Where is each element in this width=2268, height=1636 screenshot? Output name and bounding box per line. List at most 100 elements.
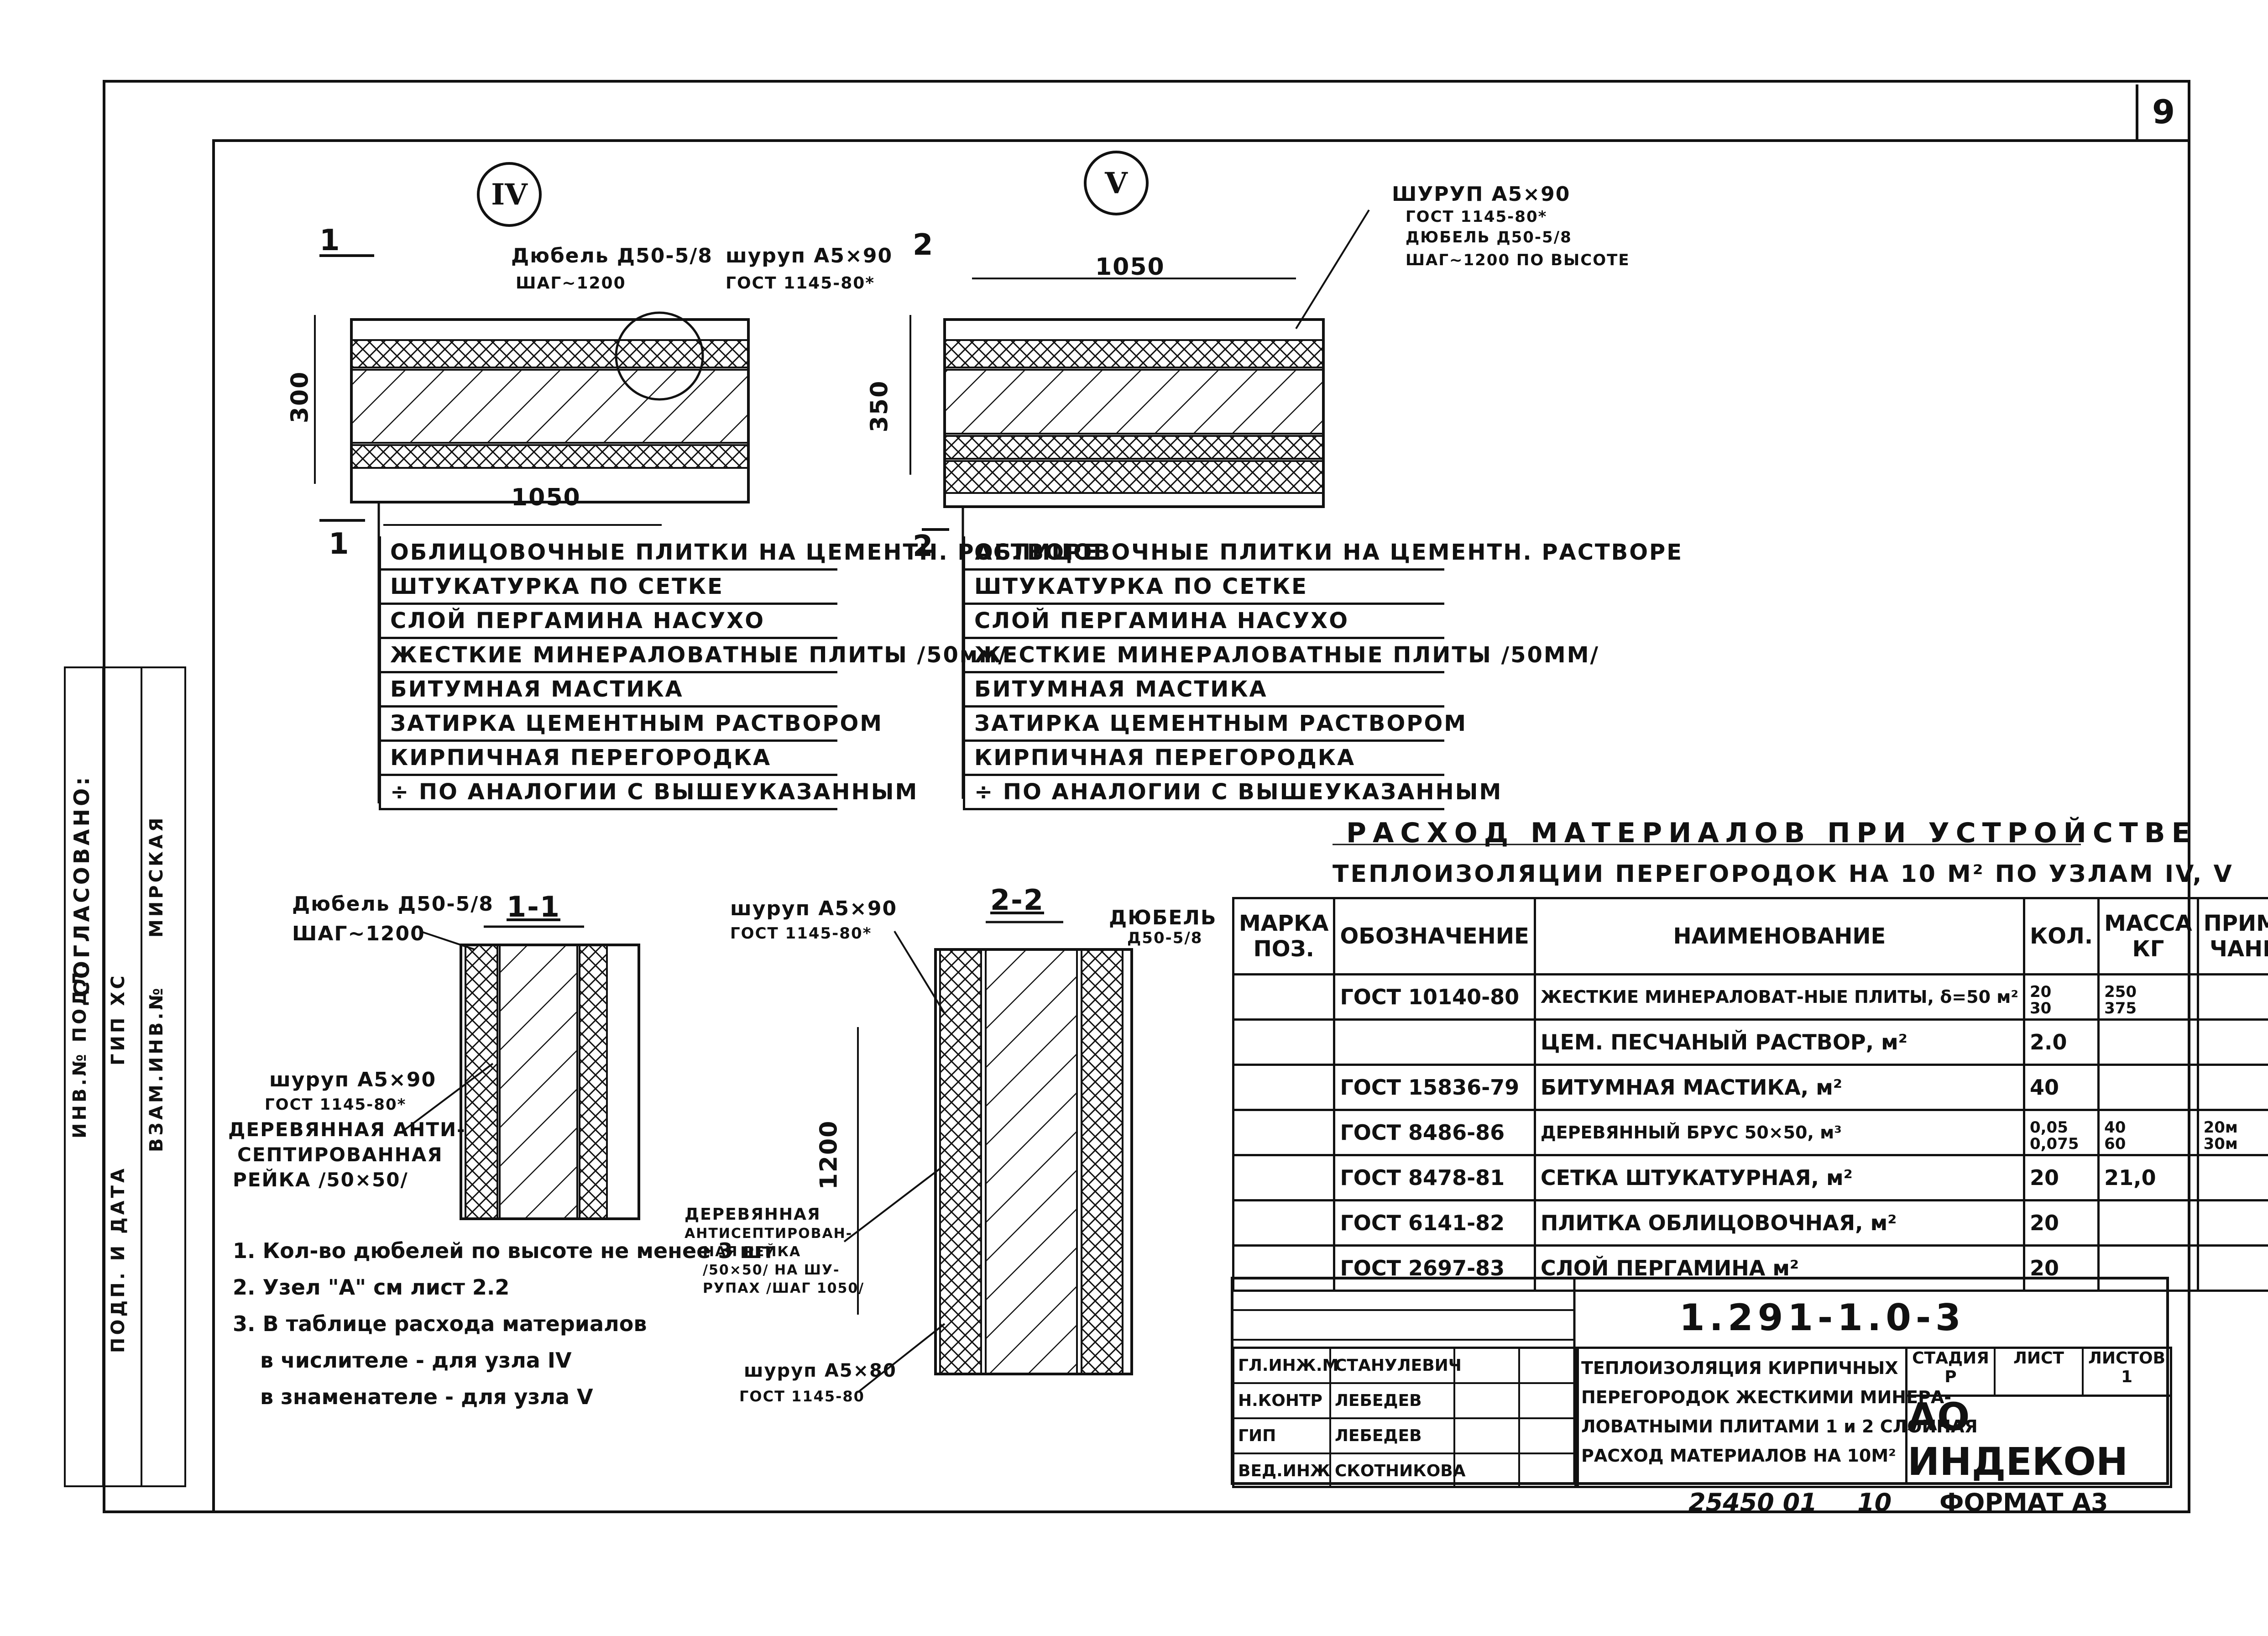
table-header-row: МАРКА ПОЗ. ОБОЗНАЧЕНИЕ НАИМЕНОВАНИЕ КОЛ.… bbox=[1232, 897, 2268, 975]
section-1-1-screw: шуруп А5×90 bbox=[269, 1068, 437, 1091]
cell-mark bbox=[1232, 1244, 1336, 1292]
node-iv-screw-gost: ГОСТ 1145-80* bbox=[726, 274, 875, 293]
title-box: ТЕПЛОИЗОЛЯЦИЯ КИРПИЧНЫХ ПЕРЕГОРОДОК ЖЕСТ… bbox=[1574, 1347, 2172, 1488]
layer-item: ОБЛИЦОВОЧНЫЕ ПЛИТКИ НА ЦЕМЕНТН. РАСТВОРЕ bbox=[965, 536, 1682, 571]
section-2-2-screw-bottom-gost: ГОСТ 1145-80 bbox=[739, 1388, 865, 1405]
sheet-number: 9 bbox=[2136, 84, 2189, 142]
section-2-2-screw-top-gost: ГОСТ 1145-80* bbox=[730, 924, 872, 943]
section-1-1-screw-gost: ГОСТ 1145-80* bbox=[265, 1096, 407, 1114]
title-line: РАСХОД МАТЕРИАЛОВ НА 10М² bbox=[1581, 1446, 1896, 1466]
sheets-label: ЛИСТОВ bbox=[2088, 1349, 2166, 1368]
qty-den: 0,075 bbox=[2029, 1135, 2079, 1153]
node-v-width-dim: 1050 bbox=[1095, 253, 1165, 281]
table-row: ГОСТ 8486-86 ДЕРЕВЯННЫЙ БРУС 50×50, м³ 0… bbox=[1232, 1109, 2268, 1156]
cell-mark bbox=[1232, 973, 1336, 1021]
cell-name: ПЛИТКА ОБЛИЦОВОЧНАЯ, м² bbox=[1533, 1199, 2025, 1247]
mass-den: 60 bbox=[2104, 1135, 2126, 1153]
section-2-2-rail-4: /50×50/ НА ШУ- bbox=[703, 1262, 840, 1278]
cell-name: ЦЕМ. ПЕСЧАНЫЙ РАСТВОР, м² bbox=[1533, 1018, 2025, 1066]
cell-name: СЛОЙ ПЕРГАМИНА м² bbox=[1533, 1244, 2025, 1292]
note-line: в числителе - для узла IV bbox=[260, 1348, 572, 1373]
layer-item: ЗАТИРКА ЦЕМЕНТНЫМ РАСТВОРОМ bbox=[381, 708, 882, 742]
signer-name: ЛЕБЕДЕВ bbox=[1331, 1384, 1455, 1417]
title-line: ЛОВАТНЫМИ ПЛИТАМИ 1 и 2 СЛОЙНАЯ bbox=[1581, 1416, 1978, 1437]
signer-role: ВЕД.ИНЖ bbox=[1234, 1454, 1331, 1488]
cell-note bbox=[2196, 973, 2268, 1021]
section-1-1-rail-1: ДЕРЕВЯННАЯ АНТИ- bbox=[228, 1118, 466, 1141]
header-designation: ОБОЗНАЧЕНИЕ bbox=[1333, 897, 1536, 975]
drawing-title: ТЕПЛОИЗОЛЯЦИЯ КИРПИЧНЫХ ПЕРЕГОРОДОК ЖЕСТ… bbox=[1581, 1353, 1978, 1470]
section-2-2-rail-5: РУПАХ /ШАГ 1050/ bbox=[703, 1280, 865, 1296]
cell-qty: 2.0 bbox=[2022, 1018, 2100, 1066]
organization-name: АО ИНДЕКОН bbox=[1905, 1395, 2170, 1484]
cell-designation: ГОСТ 15836-79 bbox=[1333, 1064, 1536, 1111]
cell-designation: ГОСТ 2697-83 bbox=[1333, 1244, 1536, 1292]
cell-designation bbox=[1333, 1018, 1536, 1066]
cell-mass bbox=[2097, 1244, 2199, 1292]
notes: 1. Кол-во дюбелей по высоте не менее 3 ш… bbox=[233, 1232, 774, 1415]
layer-item: КИРПИЧНАЯ ПЕРЕГОРОДКА bbox=[381, 742, 837, 776]
section-2-2-screw-bottom: шуруп А5×80 bbox=[744, 1360, 897, 1381]
cell-mass bbox=[2097, 1018, 2199, 1066]
cell-qty: 40 bbox=[2022, 1064, 2100, 1111]
table-title-line1: РАСХОД МАТЕРИАЛОВ ПРИ УСТРОЙСТВЕ bbox=[1346, 817, 2197, 849]
signer-name: СТАНУЛЕВИЧ bbox=[1331, 1349, 1462, 1382]
section-mark-1-bottom: 1 bbox=[329, 527, 350, 561]
title-line: ТЕПЛОИЗОЛЯЦИЯ КИРПИЧНЫХ bbox=[1581, 1358, 1898, 1378]
section-2-2-height-dim: 1200 bbox=[815, 1120, 843, 1190]
section-1-1-dowel: Дюбель Д50-5/8 bbox=[292, 892, 494, 916]
mass-num: 250 bbox=[2104, 983, 2137, 1001]
note-line: в знаменателе - для узла V bbox=[260, 1384, 593, 1409]
table-title-line2: ТЕПЛОИЗОЛЯЦИИ ПЕРЕГОРОДОК НА 10 М² ПО УЗ… bbox=[1333, 860, 2234, 888]
layer-item: ШТУКАТУРКА ПО СЕТКЕ bbox=[965, 571, 1444, 605]
note-num: 20м bbox=[2203, 1118, 2238, 1137]
title-line: ПЕРЕГОРОДОК ЖЕСТКИМИ МИНЕРА- bbox=[1581, 1387, 1952, 1407]
table-row: ГОСТ 8478-81 СЕТКА ШТУКАТУРНАЯ, м² 20 21… bbox=[1232, 1154, 2268, 1201]
cell-mass: 21,0 bbox=[2097, 1154, 2199, 1201]
header-mark: МАРКА ПОЗ. bbox=[1232, 897, 1336, 975]
footer-code: 25450 01 bbox=[1688, 1488, 1817, 1517]
node-iv-width-dim: 1050 bbox=[511, 484, 581, 511]
layer-item: ЖЕСТКИЕ МИНЕРАЛОВАТНЫЕ ПЛИТЫ /50мм/ bbox=[381, 639, 1006, 673]
section-2-2 bbox=[843, 921, 1133, 1393]
qty-den: 30 bbox=[2029, 999, 2052, 1017]
section-2-2-dowel-mark: Д50-5/8 bbox=[1127, 929, 1203, 947]
header-mass: МАССА КГ bbox=[2097, 897, 2199, 975]
node-v-screw: ШУРУП А5×90 bbox=[1392, 183, 1571, 206]
layer-item: ЖЕСТКИЕ МИНЕРАЛОВАТНЫЕ ПЛИТЫ /50ММ/ bbox=[965, 639, 1598, 673]
stage-label: СТАДИЯ bbox=[1912, 1349, 1989, 1368]
sheets-value: 1 bbox=[2121, 1368, 2133, 1386]
layer-item: БИТУМНАЯ МАСТИКА bbox=[965, 673, 1444, 708]
cell-designation: ГОСТ 10140-80 bbox=[1333, 973, 1536, 1021]
mass-num: 40 bbox=[2104, 1118, 2126, 1137]
cell-mark bbox=[1232, 1109, 1336, 1156]
signature bbox=[1455, 1349, 1520, 1382]
signer-name: ЛЕБЕДЕВ bbox=[1331, 1419, 1455, 1452]
materials-table: МАРКА ПОЗ. ОБОЗНАЧЕНИЕ НАИМЕНОВАНИЕ КОЛ.… bbox=[1232, 897, 2268, 1292]
section-mark-2-top: 2 bbox=[913, 228, 934, 262]
note-line: 3. В таблице расхода материалов bbox=[233, 1311, 647, 1336]
inv-col-1: ИНВ.№ ПОДЛ. bbox=[69, 959, 90, 1138]
cell-designation: ГОСТ 6141-82 bbox=[1333, 1199, 1536, 1247]
header-note: ПРИМЕ-ЧАНИЕ bbox=[2196, 897, 2268, 975]
layer-item: СЛОЙ ПЕРГАМИНА НАСУХО bbox=[965, 605, 1444, 639]
table-row: ГОСТ 6141-82 ПЛИТКА ОБЛИЦОВОЧНАЯ, м² 20 bbox=[1232, 1199, 2268, 1247]
cell-designation: ГОСТ 8478-81 bbox=[1333, 1154, 1536, 1201]
section-1-1 bbox=[401, 925, 640, 1220]
node-iv-label: IV bbox=[477, 162, 542, 227]
cell-name: ДЕРЕВЯННЫЙ БРУС 50×50, м³ bbox=[1533, 1109, 2025, 1156]
cell-name: ЖЕСТКИЕ МИНЕРАЛОВАТ-НЫЕ ПЛИТЫ, δ=50 м² bbox=[1533, 973, 2025, 1021]
mass-den: 375 bbox=[2104, 999, 2137, 1017]
layer-item: БИТУМНАЯ МАСТИКА bbox=[381, 673, 837, 708]
sheet-label: ЛИСТ bbox=[2013, 1349, 2064, 1368]
cell-note bbox=[2196, 1018, 2268, 1066]
section-1-1-rail-3: РЕЙКА /50×50/ bbox=[233, 1169, 408, 1191]
